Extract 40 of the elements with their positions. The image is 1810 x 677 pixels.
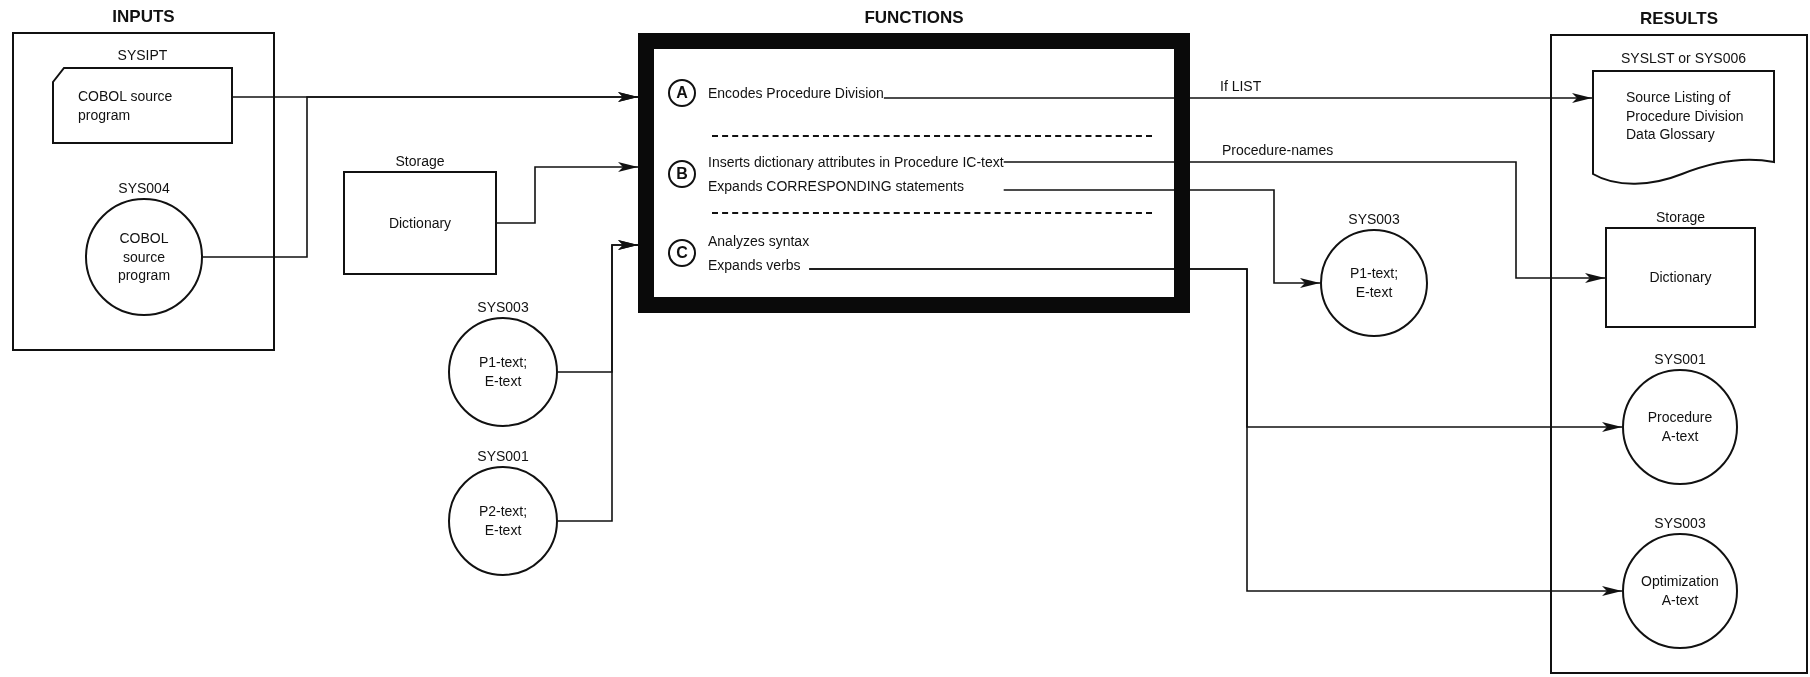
function-description: Encodes Procedure Division xyxy=(708,85,884,101)
arrow xyxy=(202,92,639,258)
device-label: SYSLST or SYS006 xyxy=(1621,50,1746,66)
node-text: P1-text; E-text xyxy=(1348,264,1400,302)
section-heading: INPUTS xyxy=(112,7,175,27)
device-label: SYS001 xyxy=(1654,351,1706,367)
section-heading: FUNCTIONS xyxy=(864,8,964,28)
section-heading: RESULTS xyxy=(1639,9,1719,29)
function-description: Analyzes syntax xyxy=(708,233,810,249)
device-label: SYS003 xyxy=(477,299,529,315)
node-text: Source Listing of Procedure Division Data Glossary xyxy=(1625,87,1745,145)
device-label: SYSIPT xyxy=(117,47,168,63)
function-description: Expands verbs xyxy=(708,257,802,273)
device-label: Storage xyxy=(1656,209,1705,225)
edge-label: If LIST xyxy=(1218,78,1264,94)
device-label: SYS003 xyxy=(1654,515,1706,531)
device-label: SYS001 xyxy=(477,448,529,464)
device-label: SYS003 xyxy=(1348,211,1400,227)
node-text: COBOL source program xyxy=(116,228,172,286)
node-text: Optimization A-text xyxy=(1640,572,1720,610)
node-text: P1-text; E-text xyxy=(477,353,529,391)
function-description: Expands CORRESPONDING statements xyxy=(708,178,965,194)
node-text: Dictionary xyxy=(1648,268,1713,287)
step-letter-circle: B xyxy=(668,160,696,188)
node-text: Procedure A-text xyxy=(1646,408,1714,446)
step-letter-circle: C xyxy=(668,239,696,267)
arrow xyxy=(883,93,1593,103)
arrow xyxy=(1002,189,1321,288)
arrow xyxy=(557,240,639,522)
node-text: Dictionary xyxy=(387,213,453,233)
arrow xyxy=(808,268,1623,596)
edge-label: Procedure-names xyxy=(1220,142,1336,158)
arrow xyxy=(1002,161,1606,283)
device-label: SYS004 xyxy=(118,180,170,196)
step-letter-circle: A xyxy=(668,79,696,107)
function-description: Inserts dictionary attributes in Procedure IC-text xyxy=(708,154,1004,170)
node-text: P2-text; E-text xyxy=(477,502,529,540)
arrow xyxy=(496,162,639,224)
device-label: Storage xyxy=(395,153,445,169)
node-text: COBOL source program xyxy=(77,86,174,125)
